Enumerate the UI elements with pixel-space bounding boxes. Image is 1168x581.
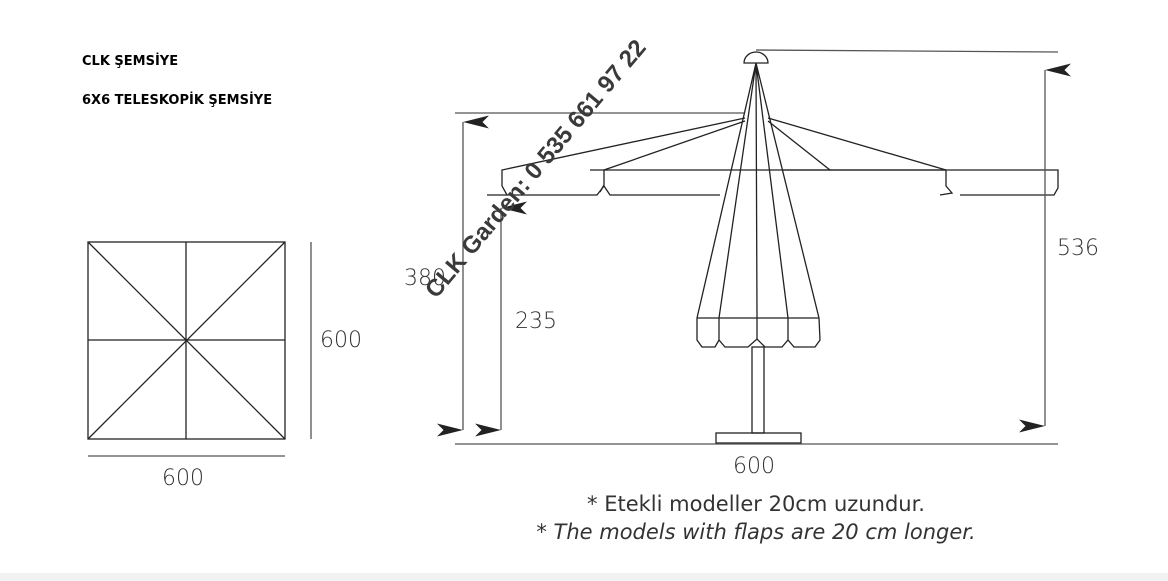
height-total-label: 536 [1057,236,1099,261]
top-view-square [87,241,312,457]
side-view-umbrella [437,49,1071,445]
note-english: * The models with flaps are 20 cm longer… [536,520,976,544]
product-title: 6X6 TELESKOPİK ŞEMSİYE [82,93,273,108]
top-width-label: 600 [162,466,204,491]
note-turkish: * Etekli modeller 20cm uzundur. [587,492,925,516]
height-clearance-label: 235 [515,309,557,334]
side-width-label: 600 [733,454,775,479]
brand-title: CLK ŞEMSİYE [82,54,179,69]
footer-bar [0,573,1168,581]
top-depth-label: 600 [320,328,362,353]
height-open-label: 380 [404,266,446,291]
